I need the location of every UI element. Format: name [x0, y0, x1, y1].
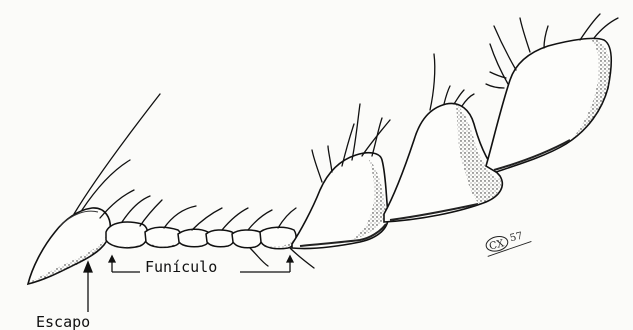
club-segment-1 — [292, 153, 388, 249]
club-segment-2 — [384, 103, 502, 222]
escapo-label: Escapo — [36, 313, 90, 330]
scape-segment — [28, 208, 110, 284]
funiculo-label: Funículo — [145, 258, 217, 276]
funicle-segments — [106, 222, 296, 249]
signature-initials: CX — [488, 238, 506, 252]
club-segment-3 — [486, 38, 611, 172]
artist-signature: CX 57 — [484, 229, 533, 257]
scape-arrow — [84, 262, 92, 312]
signature-year: 57 — [509, 231, 524, 245]
